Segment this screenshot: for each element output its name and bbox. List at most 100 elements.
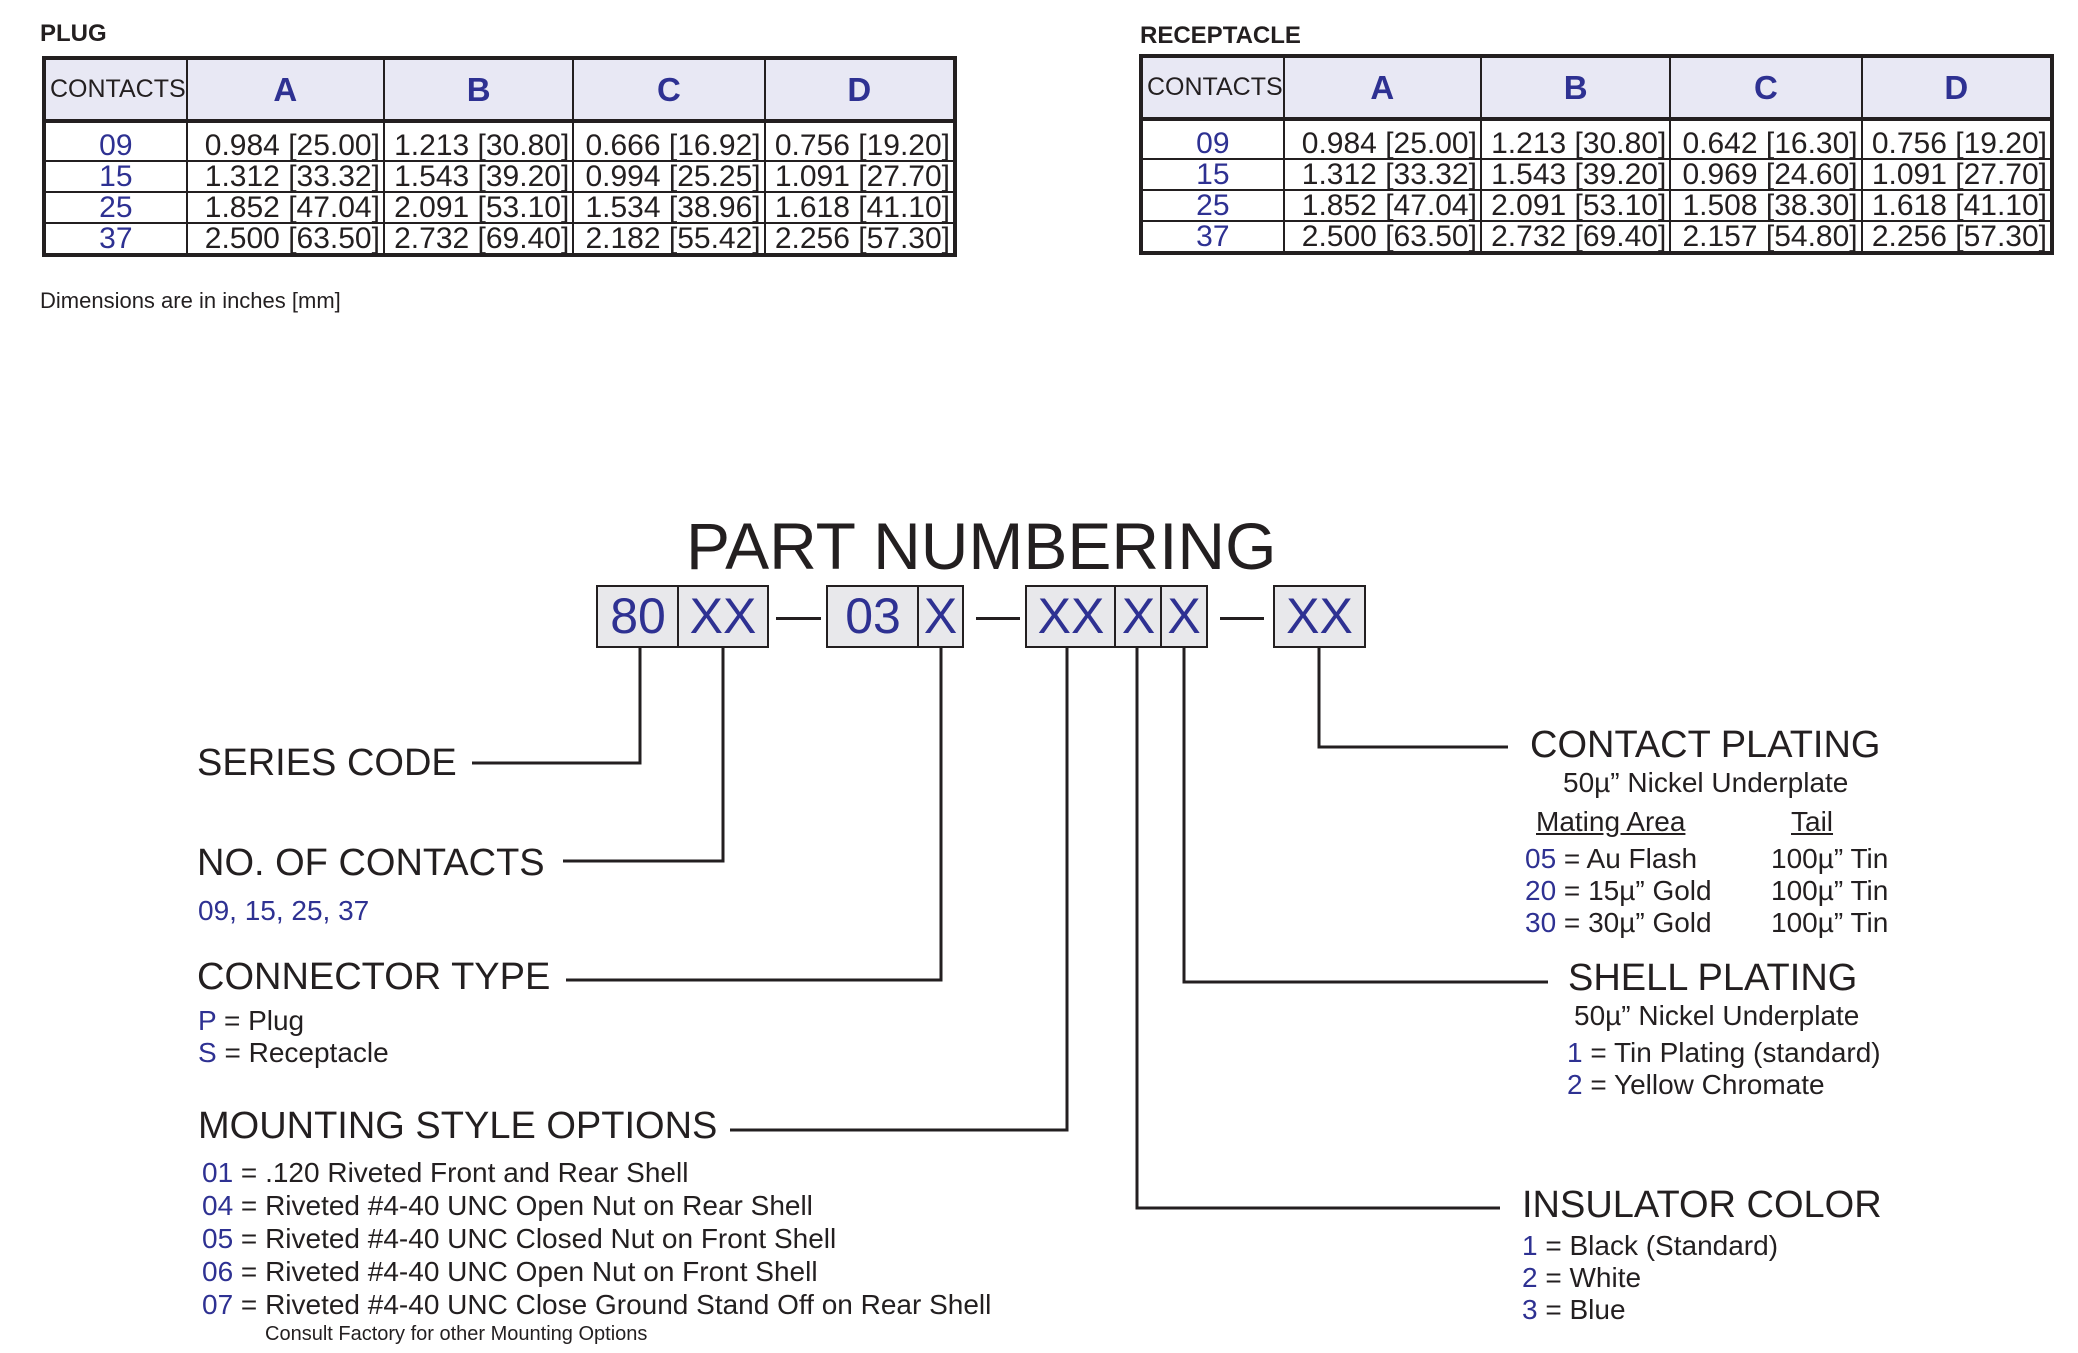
table-row: 37 2.500 [63.50] 2.732 [69.40] 2.157 [54…	[1140, 221, 2054, 254]
dim-b-cell: 1.543 [39.20]	[382, 161, 575, 193]
option-code: 04	[202, 1190, 234, 1221]
table-row: 15 1.312 [33.32] 1.543 [39.20] 0.969 [24…	[1140, 159, 2054, 191]
mounting-option: 06 = Riveted #4-40 UNC Open Nut on Front…	[202, 1256, 818, 1288]
dim-b-cell: 2.091 [53.10]	[382, 192, 575, 224]
table-row: 25 1.852 [47.04] 2.091 [53.10] 1.508 [38…	[1140, 190, 2054, 222]
option-text: = Riveted #4-40 UNC Closed Nut on Front …	[233, 1223, 837, 1254]
dimensions-note: Dimensions are in inches [mm]	[40, 288, 341, 313]
mating-area-header: Mating Area	[1536, 806, 1686, 837]
dim-c-cell: 0.666 [16.92]	[572, 119, 766, 162]
table-row: 37 2.500 [63.50] 2.732 [69.40] 2.182 [55…	[43, 223, 957, 256]
option-code: 3	[1522, 1294, 1538, 1325]
contacts-cell: 15	[1140, 159, 1285, 191]
plug-dimension-table: CONTACTS A B C D 09 0.984 [25.00] 1.213 …	[42, 56, 957, 257]
dim-d-cell: 1.091 [27.70]	[1860, 159, 2054, 191]
dim-b-cell: 2.091 [53.10]	[1479, 190, 1672, 222]
option-code: 2	[1567, 1069, 1583, 1100]
option-text: = Au Flash	[1556, 843, 1698, 874]
option-code: 01	[202, 1157, 234, 1188]
column-header-a: A	[1282, 55, 1482, 120]
option-code: 1	[1567, 1037, 1583, 1068]
option-text: = Receptacle	[216, 1037, 389, 1068]
dim-a-cell: 2.500 [63.50]	[1282, 221, 1482, 254]
insulator-color-option: 2 = White	[1522, 1262, 1641, 1294]
part-box-series: 80	[596, 585, 680, 648]
contacts-cell: 37	[43, 223, 188, 256]
option-code: 1	[1522, 1230, 1538, 1261]
shell-plating-option: 2 = Yellow Chromate	[1567, 1069, 1825, 1101]
option-code: 30	[1525, 907, 1557, 938]
contacts-cell: 25	[43, 192, 188, 224]
contacts-label: NO. OF CONTACTS	[197, 842, 545, 884]
dim-c-cell: 0.642 [16.30]	[1669, 117, 1863, 160]
contact-plating-option: 05 = Au Flash	[1525, 843, 1697, 875]
dim-b-cell: 2.732 [69.40]	[1479, 221, 1672, 254]
connector-type-label: CONNECTOR TYPE	[197, 956, 551, 998]
part-box-type-code: 03	[826, 585, 920, 648]
contacts-cell: 15	[43, 161, 188, 193]
dim-d-cell: 1.091 [27.70]	[763, 161, 957, 193]
mounting-option: 01 = .120 Riveted Front and Rear Shell	[202, 1157, 688, 1189]
option-text: = Tin Plating (standard)	[1582, 1037, 1881, 1068]
connector-option: P = Plug	[198, 1005, 304, 1037]
contact-plating-tail: 100µ” Tin	[1771, 907, 1889, 938]
option-code: P	[198, 1005, 217, 1036]
dim-b-cell: 1.543 [39.20]	[1479, 159, 1672, 191]
option-text: = Riveted #4-40 UNC Open Nut on Rear She…	[233, 1190, 813, 1221]
part-box-mounting: XX	[1025, 585, 1117, 648]
mounting-option: 07 = Riveted #4-40 UNC Close Ground Stan…	[202, 1289, 991, 1321]
column-header-b: B	[382, 57, 575, 122]
dim-b-cell: 1.213 [30.80]	[1479, 117, 1672, 160]
option-text: = Yellow Chromate	[1582, 1069, 1825, 1100]
insulator-color-option: 3 = Blue	[1522, 1294, 1626, 1326]
dim-b-cell: 2.732 [69.40]	[382, 223, 575, 256]
shell-plating-leader	[1182, 648, 1548, 984]
receptacle-dimension-table: CONTACTS A B C D 09 0.984 [25.00] 1.213 …	[1139, 54, 2054, 255]
dim-c-cell: 2.182 [55.42]	[572, 223, 766, 256]
column-header-contacts: CONTACTS	[43, 57, 188, 122]
insulator-color-leader	[1135, 648, 1500, 1210]
part-box-contacts: XX	[677, 585, 769, 648]
shell-plating-underplate: 50µ” Nickel Underplate	[1574, 1000, 1860, 1031]
part-dash	[976, 617, 1020, 620]
contacts-cell: 37	[1140, 221, 1285, 254]
mounting-label: MOUNTING STYLE OPTIONS	[198, 1105, 718, 1147]
contact-plating-tail: 100µ” Tin	[1771, 843, 1889, 874]
column-header-c: C	[1669, 55, 1863, 120]
option-text: = Riveted #4-40 UNC Close Ground Stand O…	[233, 1289, 992, 1320]
option-code: S	[198, 1037, 217, 1068]
mounting-note: Consult Factory for other Mounting Optio…	[265, 1323, 648, 1345]
dim-c-cell: 1.534 [38.96]	[572, 192, 766, 224]
dim-a-cell: 0.984 [25.00]	[1282, 117, 1482, 160]
series-code-label: SERIES CODE	[197, 742, 457, 784]
option-code: 07	[202, 1289, 234, 1320]
table-row: 25 1.852 [47.04] 2.091 [53.10] 1.534 [38…	[43, 192, 957, 224]
option-text: = 15µ” Gold	[1556, 875, 1712, 906]
contact-plating-leader	[1317, 648, 1508, 749]
shell-plating-label: SHELL PLATING	[1568, 957, 1858, 999]
receptacle-table-title: RECEPTACLE	[1140, 22, 1301, 49]
option-text: = White	[1537, 1262, 1642, 1293]
part-dash	[776, 617, 821, 620]
column-header-contacts: CONTACTS	[1140, 55, 1285, 120]
contact-plating-underplate: 50µ” Nickel Underplate	[1563, 767, 1849, 798]
option-text: = 30µ” Gold	[1556, 907, 1712, 938]
dim-c-cell: 0.994 [25.25]	[572, 161, 766, 193]
part-box-shell: X	[1160, 585, 1208, 648]
dim-a-cell: 0.984 [25.00]	[185, 119, 385, 162]
dim-a-cell: 1.852 [47.04]	[1282, 190, 1482, 222]
contacts-cell: 09	[1140, 117, 1285, 160]
column-header-d: D	[763, 57, 957, 122]
part-dash	[1220, 617, 1264, 620]
table-row: 15 1.312 [33.32] 1.543 [39.20] 0.994 [25…	[43, 161, 957, 193]
column-header-d: D	[1860, 55, 2054, 120]
dim-a-cell: 1.312 [33.32]	[185, 161, 385, 193]
contacts-values: 09, 15, 25, 37	[198, 895, 370, 926]
connector-option: S = Receptacle	[198, 1037, 389, 1069]
dim-b-cell: 1.213 [30.80]	[382, 119, 575, 162]
mounting-leader	[730, 648, 1069, 1132]
connector-type-leader	[566, 648, 943, 982]
insulator-color-option: 1 = Black (Standard)	[1522, 1230, 1778, 1262]
option-text: = Plug	[216, 1005, 305, 1036]
dim-d-cell: 0.756 [19.20]	[763, 119, 957, 162]
